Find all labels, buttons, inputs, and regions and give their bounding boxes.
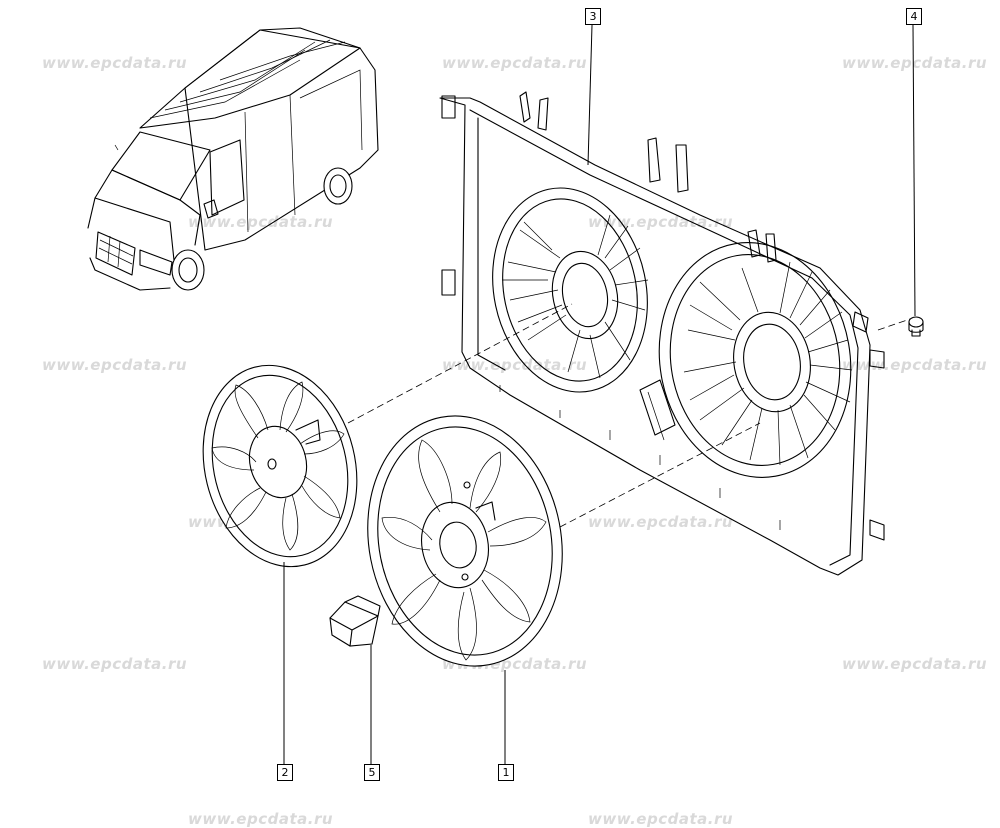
callout-2[interactable]: 2	[277, 764, 293, 781]
callout-4[interactable]: 4	[906, 8, 922, 25]
fan-shroud	[439, 91, 885, 576]
watermark: www.epcdata.ru	[42, 356, 188, 374]
watermark: www.epcdata.ru	[42, 655, 188, 673]
watermark: www.epcdata.ru	[188, 213, 334, 231]
watermark: www.epcdata.ru	[842, 655, 988, 673]
watermark: www.epcdata.ru	[842, 356, 988, 374]
watermark: www.epcdata.ru	[42, 54, 188, 72]
fan-small	[202, 364, 358, 568]
bolt	[908, 316, 924, 337]
van-illustration	[87, 27, 379, 291]
fan-large	[367, 415, 563, 667]
callout-5[interactable]: 5	[364, 764, 380, 781]
assembly-line	[347, 303, 573, 424]
watermark: www.epcdata.ru	[842, 54, 988, 72]
leader-line-4	[912, 24, 916, 317]
watermark: www.epcdata.ru	[442, 356, 588, 374]
watermark: www.epcdata.ru	[588, 513, 734, 531]
callout-3[interactable]: 3	[585, 8, 601, 25]
resistor-connector	[329, 595, 381, 647]
watermark: www.epcdata.ru	[442, 54, 588, 72]
leader-line-3	[587, 24, 593, 166]
callout-1[interactable]: 1	[498, 764, 514, 781]
assembly-line	[877, 317, 914, 331]
assembly-line	[559, 422, 761, 528]
